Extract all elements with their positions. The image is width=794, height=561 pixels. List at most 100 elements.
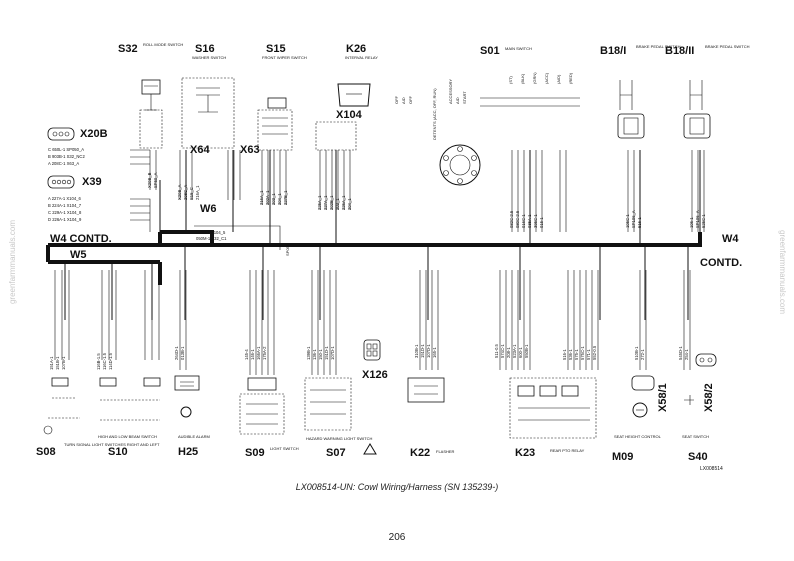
s01-detents: DETENTS (ACC, OFF, RUN) — [432, 88, 437, 140]
connector-label-x39: X39 — [82, 176, 102, 188]
s07-wire-label-3: 151D-1 — [324, 346, 329, 360]
s01-wire-label-4: 395C-1 — [533, 214, 538, 228]
component-s15: S15 FRONT WIPER SWITCH — [257, 43, 307, 151]
w6-wire-2: 050M-1 S32_C1 — [196, 236, 227, 241]
s10-code: S10 — [108, 446, 128, 458]
page-number: 206 — [388, 532, 406, 543]
s15-desc: FRONT WIPER SWITCH — [262, 55, 307, 60]
connector-label-x20b: X20B — [80, 128, 108, 140]
component-s07: HAZARD WARNING LIGHT SWITCH S07 — [304, 377, 377, 459]
b18-2-desc: BRAKE PEDAL SWITCH — [705, 44, 750, 49]
harness-bus-w4 — [46, 230, 702, 285]
s15-wire-label-2: 203_1 — [271, 193, 276, 205]
s16-code: S16 — [195, 43, 215, 55]
k22-wire-label-3: 165-1 — [432, 347, 437, 358]
s01-pos-off: OFF — [394, 95, 399, 104]
mid-wire-label-5: 552-0.5 — [592, 345, 597, 360]
s15-wire-label-4: 227B_1 — [283, 190, 288, 205]
s32-wire-label-0: X20B_B — [147, 172, 152, 188]
s08-code: S08 — [36, 446, 56, 458]
s09-wire-label-1: 146-1 — [250, 349, 255, 360]
component-s32: S32 ROLL MODE SWITCH — [118, 42, 183, 149]
k22-desc: FLASHER — [436, 449, 455, 454]
harness-label-contd: CONTD. — [700, 257, 742, 269]
component-k22: K22 FLASHER — [407, 377, 455, 459]
s10-desc: HIGH AND LOW BEAM SWITCH — [98, 434, 157, 439]
k22-wire-label-0: 310B-1 — [414, 344, 419, 358]
figure-caption: LX008514-UN: Cowl Wiring/Harness (SN 135… — [295, 482, 499, 492]
m09-code: M09 — [612, 451, 633, 463]
k23-wire-label-0: 511-0.5 — [494, 343, 499, 358]
s40-wire-label-0: 545D-1 — [678, 346, 683, 360]
x39-wire-4: D 226A-1 X104_9 — [48, 217, 82, 222]
component-s01: S01 MAIN SWITCH OFF AID OFF ACCESSORY AI… — [394, 45, 580, 186]
b18-2-wire-label-2: 525C-1 — [701, 214, 706, 228]
s01-pin-aid: (AID) — [556, 74, 561, 84]
s07-wire-label-2: 150-1 — [318, 349, 323, 360]
component-b18-2: B18/II BRAKE PEDAL SWITCH — [665, 44, 750, 139]
s09-wire-label-0: 145-4 — [244, 349, 249, 360]
harness-label-w4: W4 — [722, 233, 739, 245]
b18-2-wire-label-0: 106-1 — [689, 217, 694, 228]
k23-wire-label-3: 523A-1 — [512, 344, 517, 358]
s15-code: S15 — [266, 43, 286, 55]
component-b18-1: B18/I BRAKE PEDAL SWITCH — [600, 44, 681, 139]
connector-label-x104: X104 — [336, 109, 363, 121]
component-s09: S09 LIGHT SWITCH — [239, 377, 299, 459]
b18-1-wire-label-1: SP106_A — [631, 210, 636, 228]
m09-wire-label-0: 510B-1 — [634, 346, 639, 360]
m09-desc: SEAT HEIGHT CONTROL — [614, 434, 662, 439]
s07-wire-label-1: 136-1 — [312, 349, 317, 360]
s32-wire-label-1: SP50_A — [153, 172, 158, 188]
splice-label-sp050: SP050 — [285, 243, 290, 256]
s32-code: S32 — [118, 43, 138, 55]
s01-wire-label-5: 015-1 — [539, 217, 544, 228]
h25-wire-label-1: 013B-1 — [180, 346, 185, 360]
k23-wire-label-5: 550B-1 — [524, 344, 529, 358]
s40-wire-label-1: 254-1 — [684, 349, 689, 360]
watermark-left: greenfarmmanuals.com — [8, 220, 17, 305]
b18-2-code: B18/II — [665, 45, 694, 57]
mid-wire-label-0: 516-1 — [562, 349, 567, 360]
s01-pos-accessory: ACCESSORY — [448, 79, 453, 104]
s09-wire-label-3: 175A-2 — [262, 346, 267, 360]
x39-wire-3: C 229A-1 X104_8 — [48, 210, 82, 215]
k23-wire-label-2: 208-1 — [506, 347, 511, 358]
s01-pos-aid: AID — [401, 97, 406, 104]
harness-label-w5: W5 — [70, 249, 87, 261]
connector-x39: X39 A 227A-1 X104_6 B 224A-1 X104_7 C 22… — [47, 175, 151, 232]
k23-wire-label-4: 600-1 — [518, 347, 523, 358]
k26-wire-label-4: 226A_1 — [341, 195, 346, 210]
s40-code: S40 — [688, 451, 708, 463]
connector-x126: X126 — [362, 339, 388, 381]
b18-1-wire-label-2: 516-1 — [637, 217, 642, 228]
k26-desc: INTERVAL RELAY — [345, 55, 378, 60]
s01-wire-label-2: 016C-1 — [521, 214, 526, 228]
s15-wire-label-1: 202A_1 — [265, 190, 270, 205]
x20b-wire-1: C 650L-1 SP050_A — [48, 147, 84, 152]
component-s16: S16 WASHER SWITCH X64 X63 — [181, 43, 260, 156]
s16-wire-label-3: 216A_1 — [195, 185, 200, 200]
s01-desc: MAIN SWITCH — [505, 46, 532, 51]
w6-wire-1: 050N-1 X104_5 — [196, 230, 226, 235]
x20b-wire-2: B 903B-1 S32_NC2 — [48, 154, 85, 159]
connector-label-x64: X64 — [190, 144, 210, 156]
x39-wire-2: B 224A-1 X104_7 — [48, 203, 82, 208]
k26-wire-label-2: 202B_1 — [329, 195, 334, 210]
k26-code: K26 — [346, 43, 366, 55]
component-k23: K23 REAR PTO RELAY — [509, 377, 597, 459]
x39-wire-1: A 227A-1 X104_6 — [48, 196, 82, 201]
mid-wire-label-3: 575C-1 — [580, 346, 585, 360]
w6-wire-3: 050L-1 X20B_C — [196, 242, 226, 247]
b18-1-wire-label-0: 105C-1 — [625, 214, 630, 228]
connector-label-x63: X63 — [240, 144, 260, 156]
s16-wire-label-1: 208C_A — [183, 185, 188, 200]
s09-wire-label-2: 166A-1 — [256, 346, 261, 360]
s09-code: S09 — [245, 447, 265, 459]
s01-wire-label-1: 080C-2.5 — [515, 210, 520, 228]
k26-wire-label-5: 204_1 — [347, 198, 352, 210]
top-branch-lines — [159, 150, 701, 245]
k22-code: K22 — [410, 447, 430, 459]
